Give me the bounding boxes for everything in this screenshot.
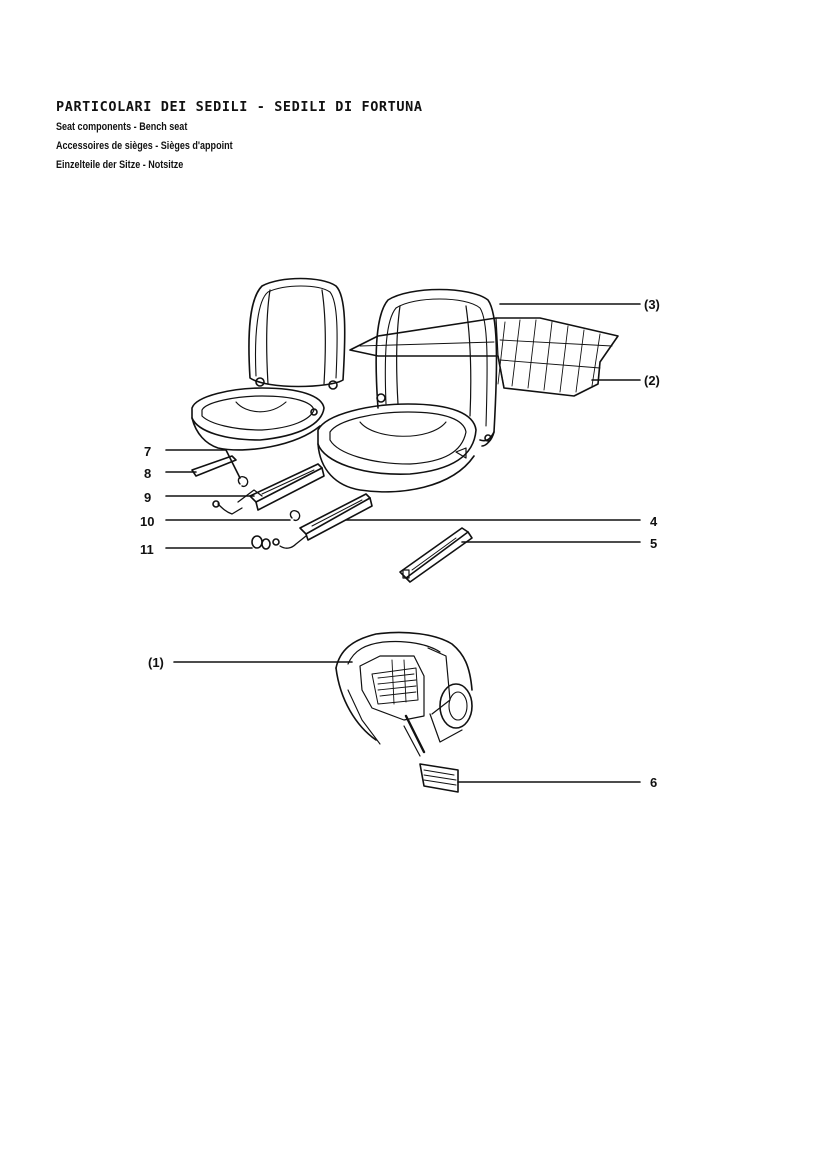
callout-10: 10: [140, 514, 154, 529]
front-seat-drawing: [317, 288, 498, 493]
callout-5: 5: [650, 536, 657, 551]
callout-7: 7: [144, 444, 151, 459]
subtitle-german: Einzelteile der Sitze - Notsitze: [56, 159, 184, 171]
callout-3: (3): [644, 297, 660, 312]
subtitle-french: Accessoires de sièges - Sièges d'appoint: [56, 140, 233, 152]
callout-leader-lines: [165, 303, 641, 783]
page-title: PARTICOLARI DEI SEDILI - SEDILI DI FORTU…: [56, 99, 423, 115]
seat-rails-drawing: [191, 455, 473, 583]
rear-seat-drawing: [191, 277, 346, 451]
callout-4: 4: [650, 514, 658, 529]
part-6-drawing: [419, 763, 459, 793]
callout-2: (2): [644, 373, 660, 388]
callout-6: 6: [650, 775, 657, 790]
callout-1: (1): [148, 655, 164, 670]
callout-8: 8: [144, 466, 151, 481]
floor-mat-drawing: [349, 317, 619, 397]
subtitle-english: Seat components - Bench seat: [56, 121, 188, 133]
callout-11: 11: [140, 542, 154, 557]
car-rear-view-drawing: [335, 631, 473, 757]
page-header: PARTICOLARI DEI SEDILI - SEDILI DI FORTU…: [56, 96, 656, 175]
callout-9: 9: [144, 490, 151, 505]
